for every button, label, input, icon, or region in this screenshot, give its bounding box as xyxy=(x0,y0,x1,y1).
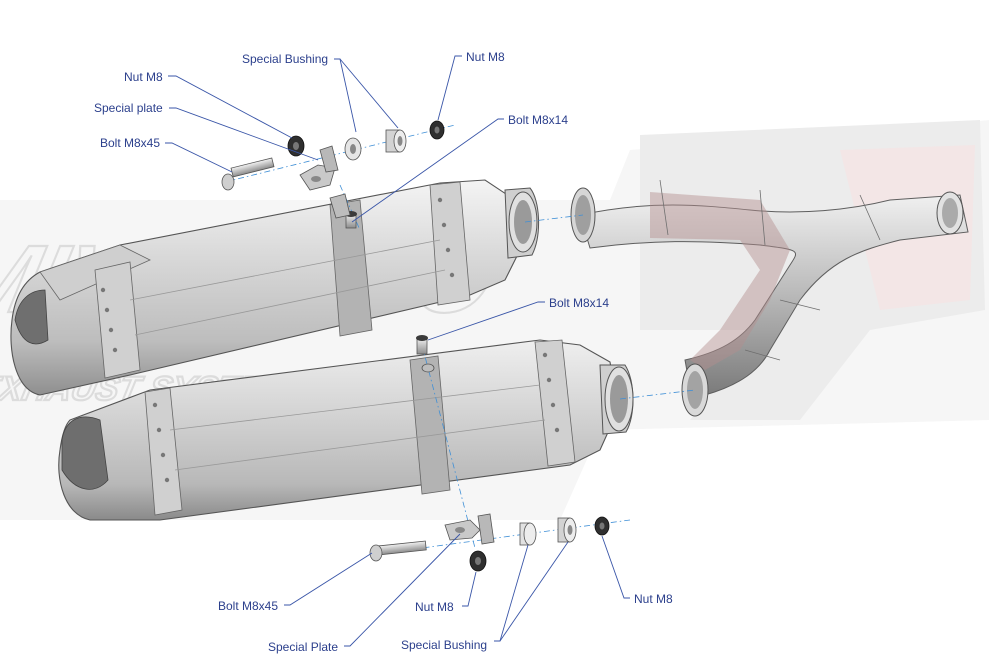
leader-lines xyxy=(165,55,630,647)
top-nut-m8-left xyxy=(287,135,305,157)
bottom-bolt-m8x45 xyxy=(369,540,427,562)
link-pipe xyxy=(570,179,969,417)
top-bolt-m8x45 xyxy=(221,157,275,191)
label-middle-bolt-m8x14: Bolt M8x14 xyxy=(549,296,609,310)
label-bottom-bolt-m8x45: Bolt M8x45 xyxy=(218,599,278,613)
top-special-bushing-1 xyxy=(344,137,362,161)
label-bottom-special-plate: Special Plate xyxy=(268,640,338,654)
label-top-nut-m8-right: Nut M8 xyxy=(466,50,505,64)
top-nut-m8-right xyxy=(429,120,445,140)
bottom-nut-m8-left xyxy=(469,550,487,572)
label-bottom-nut-m8-right: Nut M8 xyxy=(634,592,673,606)
bottom-hardware xyxy=(369,335,610,572)
bottom-special-bushing-1 xyxy=(519,522,537,546)
label-top-special-bushing: Special Bushing xyxy=(242,52,328,66)
label-top-bolt-m8x45: Bolt M8x45 xyxy=(100,136,160,150)
label-top-special-plate: Special plate xyxy=(94,101,163,115)
label-top-bolt-m8x14: Bolt M8x14 xyxy=(508,113,568,127)
top-clamp-tab xyxy=(329,193,351,219)
label-top-nut-m8-left: Nut M8 xyxy=(124,70,163,84)
callout-labels: Special Bushing Nut M8 Nut M8 Special pl… xyxy=(94,50,673,654)
middle-bolt-m8x14 xyxy=(416,335,435,373)
upper-silencer xyxy=(10,179,540,396)
top-special-bushing-2 xyxy=(385,129,407,153)
bottom-nut-m8-right xyxy=(594,516,610,536)
top-special-plate xyxy=(299,145,339,191)
bottom-special-plate xyxy=(444,513,495,545)
label-bottom-special-bushing: Special Bushing xyxy=(401,638,487,652)
top-hardware xyxy=(221,120,445,229)
label-bottom-nut-m8-left: Nut M8 xyxy=(415,600,454,614)
lower-silencer xyxy=(58,339,634,521)
bottom-special-bushing-2 xyxy=(557,517,577,543)
